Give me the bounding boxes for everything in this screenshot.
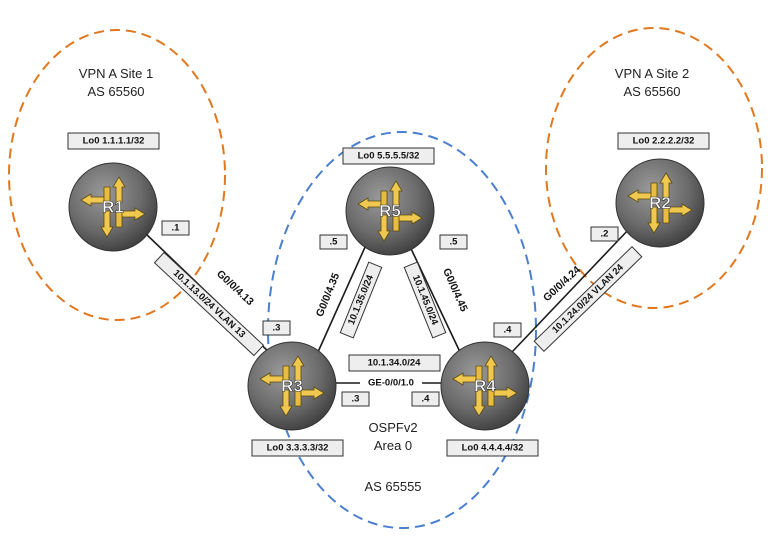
vpn-site1-boundary [8, 29, 226, 321]
site2-as-label: AS 65560 [623, 84, 680, 99]
svg-text:10.1.13.0/24 VLAN 13: 10.1.13.0/24 VLAN 13 [171, 268, 248, 341]
subnet-label-r3-r5: 10.1.35.0/24 [339, 261, 383, 339]
router-name: R2 [649, 194, 671, 213]
loopback-label-r3: Lo0 3.3.3.3/32 [251, 439, 344, 457]
svg-text:.4: .4 [422, 394, 431, 405]
svg-text:Lo0 1.1.1.1/32: Lo0 1.1.1.1/32 [83, 136, 145, 147]
router-r3[interactable]: R3 [247, 341, 337, 431]
loopback-label-r2: Lo0 2.2.2.2/32 [617, 132, 710, 150]
interface-label-r1-r3: G0/0/4.13 [214, 268, 256, 308]
svg-text:.5: .5 [330, 237, 339, 248]
router-name: R3 [281, 377, 303, 396]
svg-text:GE-0/0/1.0: GE-0/0/1.0 [368, 378, 414, 389]
host-box-r5-left: .5 [319, 234, 348, 250]
svg-text:.5: .5 [450, 237, 459, 248]
ospf-core-boundary [267, 131, 537, 529]
site1-as-label: AS 65560 [87, 84, 144, 99]
link-r4-r5 [404, 235, 461, 353]
svg-text:.1: .1 [172, 223, 181, 234]
svg-text:.2: .2 [601, 229, 609, 240]
svg-text:.3: .3 [352, 394, 360, 405]
svg-text:Lo0 4.4.4.4/32: Lo0 4.4.4.4/32 [462, 443, 524, 454]
svg-text:.4: .4 [504, 325, 513, 336]
router-name: R5 [379, 202, 401, 221]
core-protocol-label: OSPFv2 [368, 420, 417, 435]
host-box-r1: .1 [161, 220, 190, 236]
svg-text:Lo0 2.2.2.2/32: Lo0 2.2.2.2/32 [633, 136, 695, 147]
host-box-r4-right: .4 [493, 322, 522, 338]
site2-name-label: VPN A Site 2 [615, 66, 689, 81]
host-box-r5-right: .5 [439, 234, 468, 250]
host-box-r3-left: .3 [262, 320, 291, 336]
loopback-label-r5: Lo0 5.5.5.5/32 [342, 147, 435, 165]
vpn-site2-boundary [545, 27, 763, 309]
host-box-r2: .2 [590, 226, 619, 242]
loopback-label-r4: Lo0 4.4.4.4/32 [446, 439, 539, 457]
svg-text:Lo0 3.3.3.3/32: Lo0 3.3.3.3/32 [267, 443, 329, 454]
link-r3-r5 [317, 235, 371, 353]
router-name: R1 [102, 198, 124, 217]
host-box-r3-bottom: .3 [341, 391, 370, 407]
interface-label-r3-r5: G0/0/4.35 [314, 271, 342, 318]
core-as-label: AS 65555 [364, 479, 421, 494]
router-name: R4 [474, 377, 496, 396]
svg-text:Lo0 5.5.5.5/32: Lo0 5.5.5.5/32 [358, 151, 420, 162]
site1-name-label: VPN A Site 1 [79, 66, 153, 81]
subnet-label-r3-r4: 10.1.34.0/24 [348, 354, 441, 372]
router-r4[interactable]: R4 [440, 341, 530, 431]
core-area-label: Area 0 [374, 438, 412, 453]
router-r5[interactable]: R5 [345, 166, 435, 256]
router-r2[interactable]: R2 [615, 158, 705, 248]
svg-text:.3: .3 [273, 323, 281, 334]
interface-label-r3-r4: GE-0/0/1.0 [360, 376, 422, 389]
router-r1[interactable]: R1 [68, 162, 158, 252]
svg-text:10.1.34.0/24: 10.1.34.0/24 [368, 358, 422, 369]
subnet-label-r4-r5: 10.1.45.0/24 [403, 261, 447, 339]
interface-label-r4-r5: G0/0/4.45 [440, 266, 470, 313]
loopback-label-r1: Lo0 1.1.1.1/32 [67, 132, 160, 150]
link-r2-r4 [511, 227, 631, 353]
host-box-r4-bottom: .4 [411, 391, 440, 407]
